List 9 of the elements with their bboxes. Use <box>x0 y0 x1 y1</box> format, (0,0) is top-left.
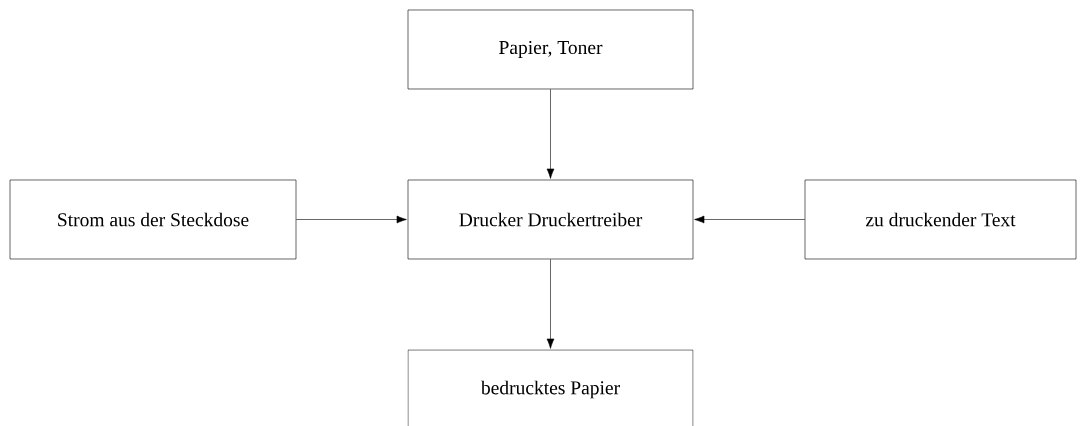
arrow <box>296 215 407 224</box>
process-box: Papier, Toner <box>407 9 694 90</box>
process-box: Strom aus der Steckdose <box>9 179 297 260</box>
process-box: bedrucktes Papier <box>407 349 694 426</box>
process-box: Drucker Druckertreiber <box>407 179 694 260</box>
arrow <box>694 215 805 224</box>
arrow <box>546 259 555 349</box>
arrow <box>546 89 555 179</box>
process-box: zu druckender Text <box>804 179 1077 260</box>
